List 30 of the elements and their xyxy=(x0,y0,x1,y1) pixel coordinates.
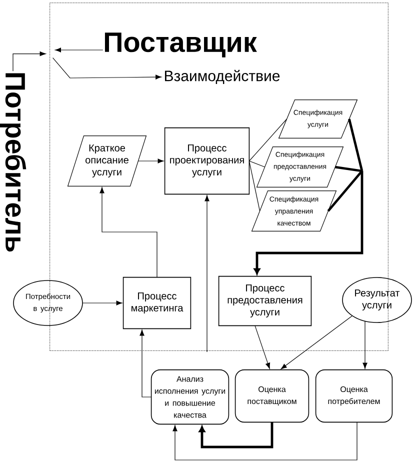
connector-line xyxy=(348,118,364,172)
arrow xyxy=(100,187,158,278)
arrow xyxy=(254,171,364,275)
interaction-label: Взаимодействие xyxy=(165,70,280,84)
arrow xyxy=(52,58,162,80)
arrow xyxy=(198,422,274,448)
process-box: Процесс маркетинга xyxy=(122,276,192,330)
rounded-box: Оценка поставщиком xyxy=(234,369,310,423)
process-box: Процесс проектирования услуги xyxy=(164,127,250,195)
arrow xyxy=(254,325,270,369)
arrow xyxy=(140,330,152,398)
arrow xyxy=(55,48,104,52)
arrow xyxy=(172,422,358,460)
connector-line xyxy=(335,166,362,172)
vertical-heading: Потребитель xyxy=(0,73,26,252)
ellipse-node: Результат услуги xyxy=(342,277,412,323)
connector-line xyxy=(248,160,266,168)
rounded-box: Оценка потребителем xyxy=(315,369,393,423)
connector-line xyxy=(248,118,288,162)
connector-line xyxy=(248,160,260,212)
arrow xyxy=(138,158,164,164)
heading: Поставщик xyxy=(104,32,257,58)
arrow xyxy=(204,195,210,352)
arrow xyxy=(12,52,46,72)
arrow xyxy=(82,300,122,306)
connector-line xyxy=(327,170,363,212)
process-box: Процесс предоставления услуги xyxy=(218,276,312,326)
rounded-box: Анализ исполнения услуги и повышение качества xyxy=(150,369,230,425)
arrow xyxy=(362,320,368,369)
arrow xyxy=(280,316,352,370)
